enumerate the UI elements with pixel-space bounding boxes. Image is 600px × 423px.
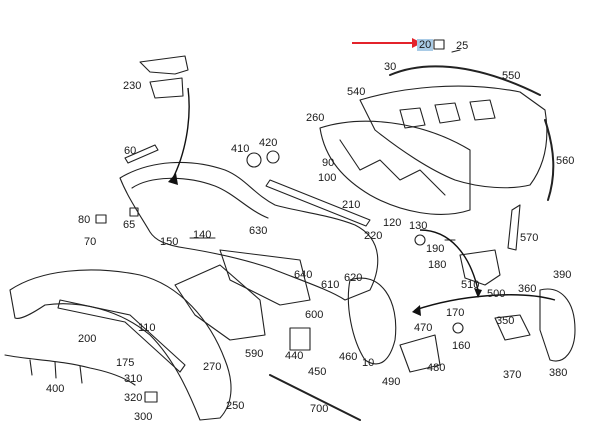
part-400-wiring [4,354,136,386]
label-250: 250 [226,400,245,412]
label-220: 220 [364,230,383,242]
label-80: 80 [78,214,91,226]
part-260-carrier [319,120,471,215]
label-440: 440 [285,350,304,362]
label-270: 270 [203,361,222,373]
label-320: 320 [124,392,143,404]
label-590: 590 [245,348,264,360]
label-480: 480 [427,362,446,374]
label-600: 600 [305,309,324,321]
label-110: 110 [138,322,156,334]
label-30: 30 [384,61,397,73]
part-10-side [347,277,397,365]
label-100: 100 [318,172,337,184]
part-230-lower [149,77,184,99]
label-550: 550 [502,70,521,82]
bumper-cover-detail [131,177,269,219]
label-170: 170 [446,307,465,319]
part-540-diffuser [359,85,548,189]
label-260: 260 [306,112,325,124]
label-540: 540 [347,86,366,98]
label-470: 470 [414,322,433,334]
part-500-bracket [459,249,501,286]
label-310: 310 [124,373,143,385]
label-65: 65 [123,219,136,231]
part-130-clip [414,234,426,246]
part-440-module [289,327,311,351]
leader-arrow-360 [414,294,556,311]
label-160: 160 [452,340,471,352]
part-170-clip [452,322,464,334]
label-150: 150 [160,236,179,248]
label-60: 60 [124,145,137,157]
label-460: 460 [339,351,358,363]
part-210-strip [265,179,371,227]
label-370: 370 [503,369,522,381]
label-190: 190 [426,243,445,255]
part-25-clip [451,49,461,53]
label-410: 410 [231,143,250,155]
label-10: 10 [362,357,375,369]
leader-arrow-510 [419,229,479,291]
part-80-clip [95,214,107,224]
part-110-bumper-lower [9,269,232,421]
leader-arrow-230 [171,87,190,181]
part-700-trim [269,374,361,421]
label-380: 380 [549,367,568,379]
label-200: 200 [78,333,97,345]
part-590-bracket [174,264,266,341]
part-570 [507,204,521,251]
label-175: 175 [116,357,135,369]
label-420: 420 [259,137,278,149]
label-630: 630 [249,225,268,237]
label-560: 560 [556,155,575,167]
part-350-sensor [494,314,531,341]
label-70: 70 [84,236,97,248]
part-65-clip [129,207,139,217]
label-610: 610 [321,279,340,291]
part-550-strip [389,65,541,96]
label-120: 120 [383,217,402,229]
label-500: 500 [487,288,506,300]
callout-arrow [352,38,422,48]
label-700: 700 [310,403,329,415]
label-510: 510 [461,279,480,291]
label-230: 230 [123,80,142,92]
part-470-bracket [399,334,441,373]
label-640: 640 [294,269,313,281]
label-90: 90 [322,157,335,169]
part-560-bar [544,119,555,201]
label-570: 570 [520,232,539,244]
label-490: 490 [382,376,401,388]
part-60-clip [124,144,159,164]
part-360-assembly [539,288,576,362]
part-410-lamp [246,152,262,168]
label-140: 140 [193,229,212,241]
label-180: 180 [428,259,447,271]
part-320-holder [144,391,158,403]
label-360: 360 [518,283,537,295]
label-390: 390 [553,269,572,281]
label-350: 350 [496,315,515,327]
label-20: 20 [417,39,434,51]
label-450: 450 [308,366,327,378]
part-20-clip [433,39,445,50]
label-400: 400 [46,383,65,395]
part-230-shape [139,55,189,75]
label-130: 130 [409,220,428,232]
bumper-cover-upper [119,161,379,301]
part-600-carrier [219,249,311,306]
label-210: 210 [342,199,361,211]
label-620: 620 [344,272,363,284]
part-420-grommet [266,150,280,164]
label-300: 300 [134,411,153,423]
label-25: 25 [456,40,469,52]
